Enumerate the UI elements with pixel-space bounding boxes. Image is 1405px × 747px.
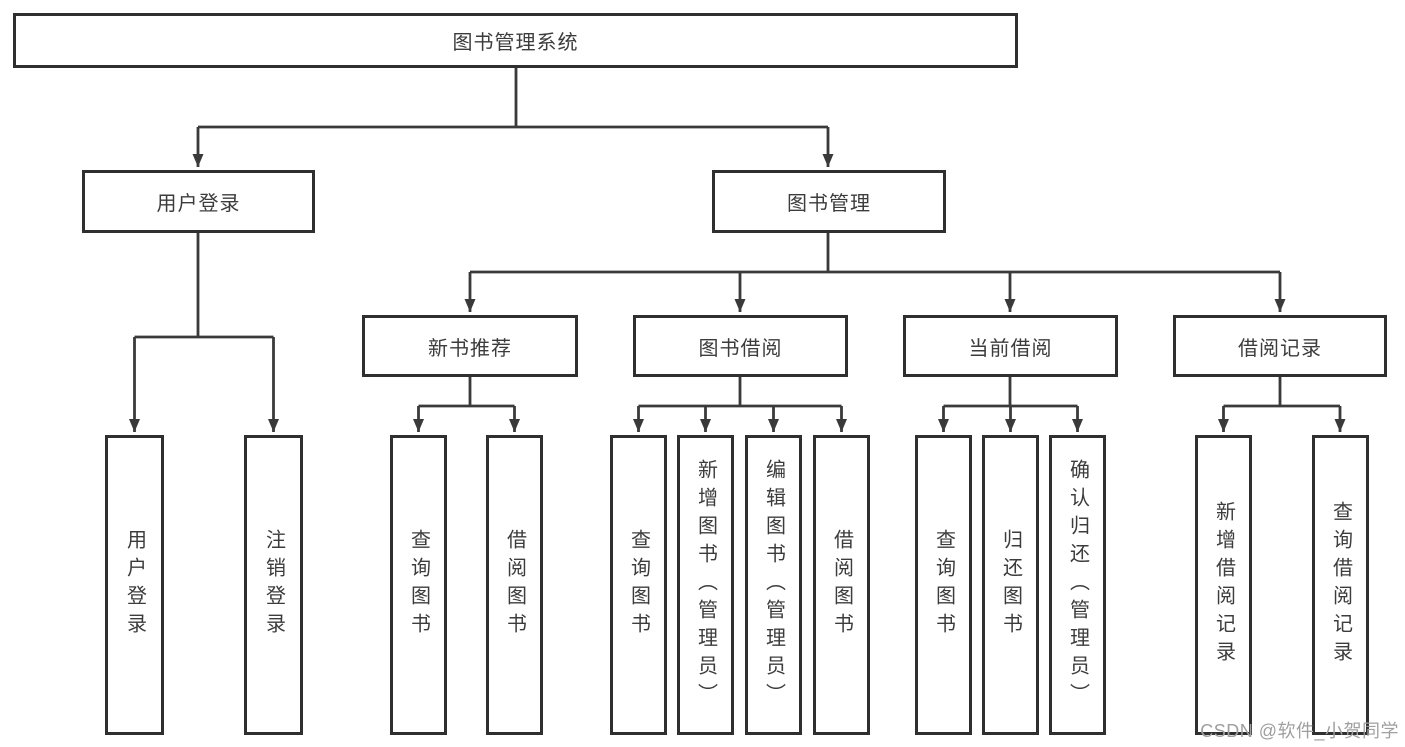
node-current-borrow-label: 当前借阅 — [968, 337, 1053, 360]
node-borrow-records-label: 借阅记录 — [1238, 337, 1322, 360]
leaf-query-books-current: 查询图书 — [915, 435, 972, 735]
leaf-borrow-books-label: 借阅图书 — [830, 529, 853, 641]
node-book-borrow: 图书借阅 — [633, 315, 848, 377]
watermark: CSDN @软件_小贺同学 — [1200, 721, 1399, 741]
leaf-logout-label: 注销登录 — [262, 529, 285, 641]
leaf-add-borrow-record: 新增借阅记录 — [1195, 435, 1252, 735]
leaf-query-books-borrow-label: 查询图书 — [627, 529, 650, 641]
leaf-confirm-return-admin-label: 确认归还（管理员） — [1066, 459, 1089, 711]
leaf-borrow-books-recommend: 借阅图书 — [486, 435, 543, 735]
leaf-return-books-label: 归还图书 — [999, 529, 1022, 641]
leaf-query-books-current-label: 查询图书 — [932, 529, 955, 641]
node-borrow-records: 借阅记录 — [1173, 315, 1387, 377]
leaf-edit-book-admin: 编辑图书（管理员） — [745, 435, 802, 735]
node-book-management: 图书管理 — [712, 170, 946, 233]
leaf-user-login-label: 用户登录 — [123, 529, 146, 641]
leaf-confirm-return-admin: 确认归还（管理员） — [1049, 435, 1106, 735]
leaf-borrow-books: 借阅图书 — [813, 435, 870, 735]
leaf-borrow-books-recommend-label: 借阅图书 — [503, 529, 526, 641]
leaf-query-books-recommend-label: 查询图书 — [407, 529, 430, 641]
leaf-add-borrow-record-label: 新增借阅记录 — [1212, 501, 1235, 669]
leaf-logout: 注销登录 — [244, 435, 303, 735]
leaf-add-book-admin: 新增图书（管理员） — [677, 435, 734, 735]
node-new-book-recommend: 新书推荐 — [362, 315, 578, 377]
leaf-query-borrow-record: 查询借阅记录 — [1312, 435, 1369, 735]
leaf-add-book-admin-label: 新增图书（管理员） — [694, 459, 717, 711]
node-new-book-recommend-label: 新书推荐 — [428, 337, 512, 360]
node-book-borrow-label: 图书借阅 — [698, 337, 783, 360]
node-current-borrow: 当前借阅 — [903, 315, 1118, 377]
node-user-login-group-label: 用户登录 — [156, 193, 241, 215]
leaf-query-books-recommend: 查询图书 — [390, 435, 447, 735]
leaf-query-borrow-record-label: 查询借阅记录 — [1329, 501, 1352, 669]
leaf-return-books: 归还图书 — [982, 435, 1039, 735]
leaf-user-login: 用户登录 — [105, 435, 164, 735]
leaf-query-books-borrow: 查询图书 — [610, 435, 667, 735]
node-book-management-label: 图书管理 — [787, 193, 871, 215]
node-user-login-group: 用户登录 — [82, 170, 315, 233]
node-root-label: 图书管理系统 — [452, 32, 579, 54]
node-root: 图书管理系统 — [13, 13, 1018, 68]
leaf-edit-book-admin-label: 编辑图书（管理员） — [762, 459, 785, 711]
